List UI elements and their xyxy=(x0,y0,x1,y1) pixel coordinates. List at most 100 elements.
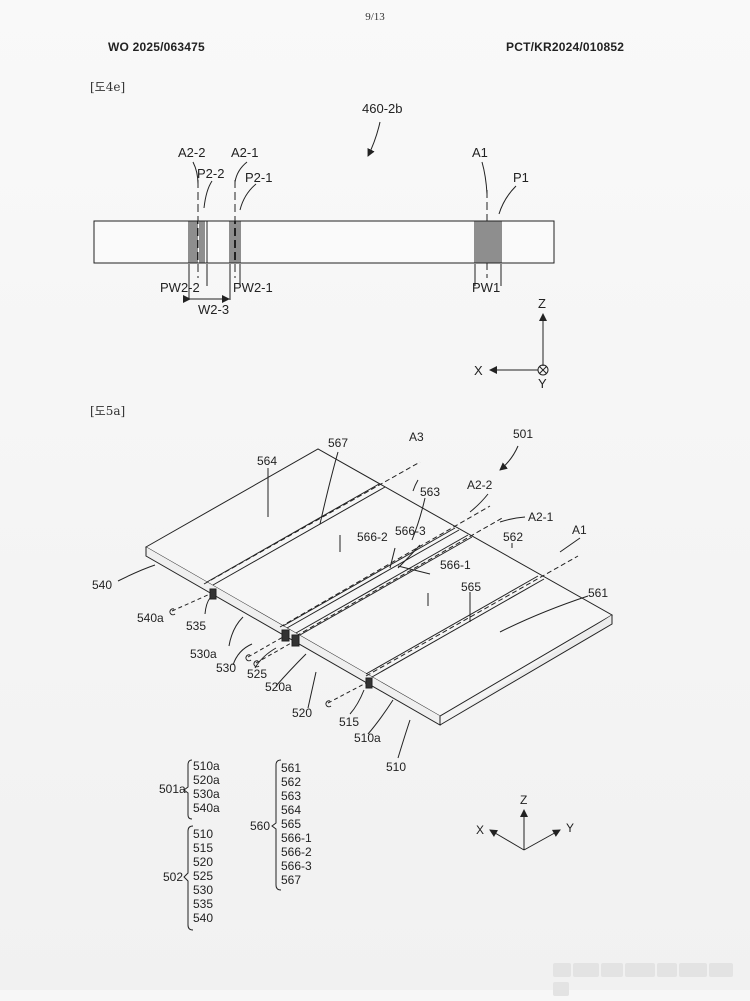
label-a2-1: A2-1 xyxy=(231,145,258,160)
label-510: 510 xyxy=(386,760,406,774)
label-561: 561 xyxy=(588,586,608,600)
svg-text:563: 563 xyxy=(281,789,301,803)
label-566-3: 566-3 xyxy=(395,524,426,538)
page-number: 9/13 xyxy=(365,11,385,23)
fig5a-axes: Z X Y xyxy=(476,793,574,851)
label-540a: 540a xyxy=(137,611,164,625)
svg-text:525: 525 xyxy=(193,869,213,883)
label-pw2-2: PW2-2 xyxy=(160,280,200,295)
label-515: 515 xyxy=(339,715,359,729)
label-a3: A3 xyxy=(409,430,424,444)
svg-text:540: 540 xyxy=(193,911,213,925)
label-564: 564 xyxy=(257,454,277,468)
label-562: 562 xyxy=(503,530,523,544)
label-a1: A1 xyxy=(572,523,587,537)
axis3d-z-label: Z xyxy=(520,793,527,807)
label-pw2-1: PW2-1 xyxy=(233,280,273,295)
legend-560-key: 560 xyxy=(250,819,270,833)
label-510a: 510a xyxy=(354,731,381,745)
figure-5a: 501 xyxy=(92,427,614,931)
axis3d-y-label: Y xyxy=(566,821,574,835)
legend-502-key: 502 xyxy=(163,870,183,884)
label-566-1: 566-1 xyxy=(440,558,471,572)
fig4e-axes: Z X Y xyxy=(474,296,549,391)
label-a2-2: A2-2 xyxy=(178,145,205,160)
svg-text:567: 567 xyxy=(281,873,301,887)
fig4e-ref-arrow xyxy=(367,121,381,157)
figure-5a-tag: [도5a] xyxy=(90,404,126,418)
svg-text:535: 535 xyxy=(193,897,213,911)
label-pw1: PW1 xyxy=(472,280,500,295)
label-567: 567 xyxy=(328,436,348,450)
label-a2-1: A2-1 xyxy=(528,510,554,524)
label-566-2: 566-2 xyxy=(357,530,388,544)
label-530a: 530a xyxy=(190,647,217,661)
svg-text:562: 562 xyxy=(281,775,301,789)
pattern-a2-1 xyxy=(229,180,241,278)
leader-a2-1 xyxy=(234,161,248,183)
leader-p1 xyxy=(498,185,517,215)
legend-560: 560 561 562 563 564 565 566-1 566-2 566-… xyxy=(250,759,312,891)
legend-501a: 501a 510a 520a 530a 540a xyxy=(159,759,220,820)
label-525: 525 xyxy=(247,667,267,681)
label-p2-2: P2-2 xyxy=(197,166,224,181)
fig4e-ref-label: 460-2b xyxy=(362,101,402,116)
leader-a1 xyxy=(481,161,488,195)
leader-a2-2 xyxy=(192,161,199,185)
fold-band-566 xyxy=(279,505,505,637)
fold-band-567 xyxy=(203,461,421,586)
svg-text:520a: 520a xyxy=(193,773,220,787)
plate-right-side xyxy=(439,615,613,726)
fold-band-565 xyxy=(365,555,579,678)
hinge-535 xyxy=(209,588,217,600)
publication-number: WO 2025/063475 xyxy=(108,40,205,54)
svg-text:565: 565 xyxy=(281,817,301,831)
label-a1: A1 xyxy=(472,145,488,160)
label-a2-2: A2-2 xyxy=(467,478,493,492)
pattern-a2-2 xyxy=(188,180,208,278)
axis3d-x-label: X xyxy=(476,823,484,837)
label-p1: P1 xyxy=(513,170,529,185)
label-530: 530 xyxy=(216,661,236,675)
label-565: 565 xyxy=(461,580,481,594)
svg-text:540a: 540a xyxy=(193,801,220,815)
label-540: 540 xyxy=(92,578,112,592)
legend-501a-key: 501a xyxy=(159,782,186,796)
svg-text:566-2: 566-2 xyxy=(281,845,312,859)
svg-text:520: 520 xyxy=(193,855,213,869)
hinge-525a xyxy=(281,629,290,642)
label-p2-1: P2-1 xyxy=(245,170,272,185)
fig5a-ref-arrow xyxy=(499,445,519,471)
label-520: 520 xyxy=(292,706,312,720)
svg-text:564: 564 xyxy=(281,803,301,817)
legend-502: 502 510 515 520 525 530 535 540 xyxy=(163,825,213,931)
axis-z-label: Z xyxy=(538,296,546,311)
svg-text:530a: 530a xyxy=(193,787,220,801)
pattern-a1 xyxy=(474,190,502,278)
svg-text:510a: 510a xyxy=(193,759,220,773)
svg-text:510: 510 xyxy=(193,827,213,841)
svg-text:561: 561 xyxy=(281,761,301,775)
label-535: 535 xyxy=(186,619,206,633)
plate-top-surface xyxy=(144,448,614,717)
label-w2-3: W2-3 xyxy=(198,302,229,317)
viewer-watermark-overlay xyxy=(553,963,750,1001)
svg-text:566-1: 566-1 xyxy=(281,831,312,845)
leader-p2-2 xyxy=(203,180,213,209)
axis-y-label: Y xyxy=(538,376,547,391)
application-number: PCT/KR2024/010852 xyxy=(506,40,625,54)
label-563: 563 xyxy=(420,485,440,499)
label-520a: 520a xyxy=(265,680,292,694)
svg-text:515: 515 xyxy=(193,841,213,855)
svg-text:530: 530 xyxy=(193,883,213,897)
figure-4e-tag: [도4e] xyxy=(90,80,126,94)
fig5a-ref-label: 501 xyxy=(513,427,533,441)
leader-p2-1 xyxy=(239,183,257,211)
figure-4e: 460-2b xyxy=(93,101,555,391)
svg-text:566-3: 566-3 xyxy=(281,859,312,873)
hinge-525b xyxy=(291,634,300,647)
axis-x-label: X xyxy=(474,363,483,378)
hinge-515 xyxy=(365,677,373,689)
